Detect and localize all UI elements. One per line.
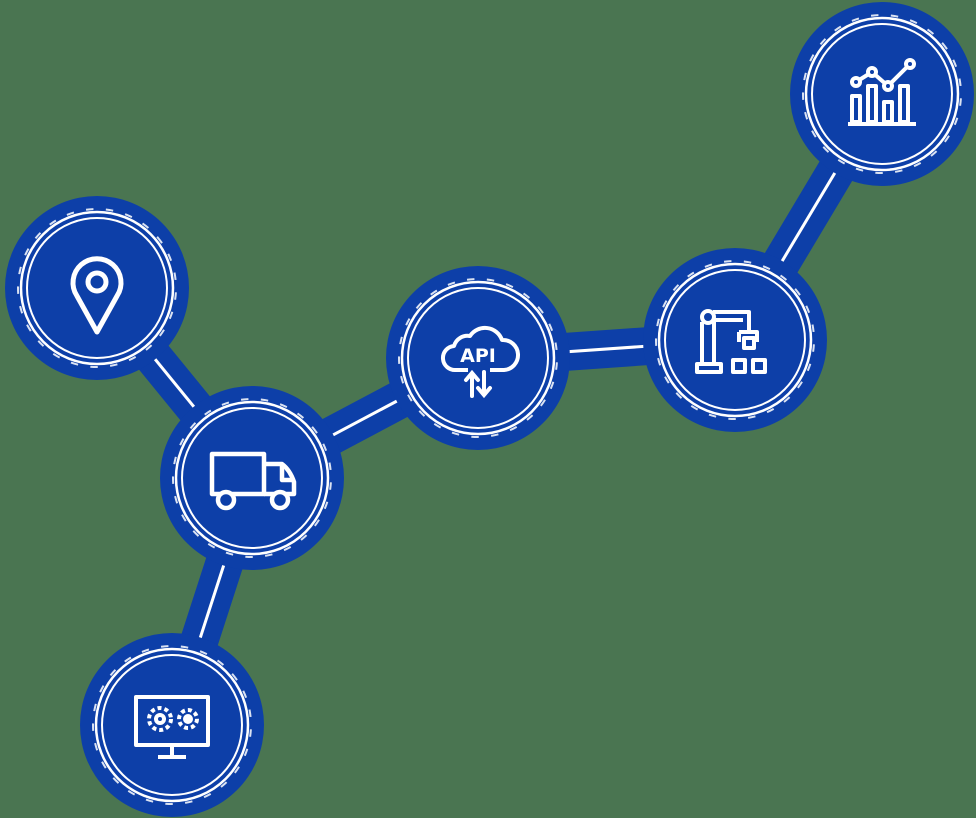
cloud-api-icon: API: [441, 325, 521, 399]
node-delivery[interactable]: [139, 365, 365, 591]
node-automation[interactable]: [622, 227, 848, 453]
node-analytics[interactable]: [769, 0, 976, 207]
map-pin-icon: [70, 256, 124, 335]
node-location[interactable]: [0, 175, 210, 401]
robotic-arm-icon: [695, 309, 767, 374]
api-label: API: [460, 345, 496, 367]
node-system-settings[interactable]: [59, 612, 285, 818]
node-api[interactable]: API: [365, 245, 591, 471]
truck-icon: [209, 451, 297, 511]
bar-line-chart-icon: [848, 58, 916, 126]
monitor-gears-icon: [134, 695, 210, 759]
